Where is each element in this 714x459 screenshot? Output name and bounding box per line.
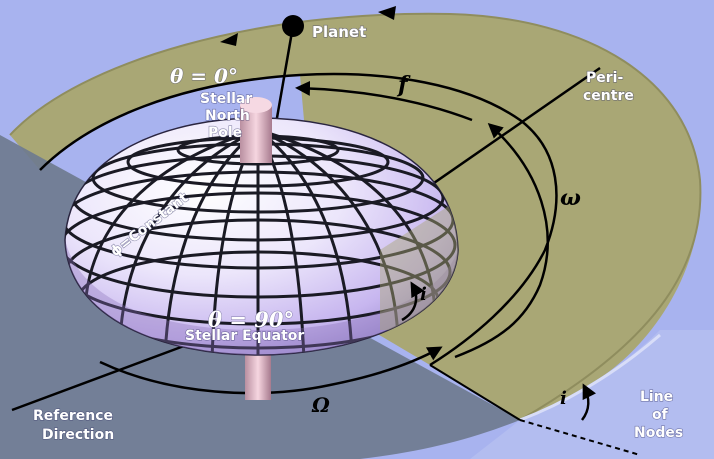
star-north-pole (240, 105, 272, 163)
stellar-north-pole-label-3: Pole (208, 125, 242, 141)
orbit-inclination-arc (580, 383, 597, 421)
node-longitude-label: Ω (311, 393, 330, 417)
line-of-nodes-label-1: Line (640, 389, 673, 405)
true-anomaly-arc (295, 80, 473, 122)
theta-zero-label: θ = 0° (170, 64, 238, 88)
stellar-equator-label: Stellar Equator (185, 328, 304, 344)
node-longitude-arc (99, 346, 443, 395)
node-line-solid (429, 364, 521, 421)
line-of-nodes-label-2: of (652, 407, 669, 423)
line-of-nodes (519, 419, 641, 456)
line-of-nodes-label-3: Nodes (634, 425, 683, 441)
orbit-path (39, 72, 558, 367)
orbit-arrow-1 (220, 33, 238, 46)
stellar-north-pole-label-1: Stellar (200, 91, 252, 107)
stellar-north-pole-label-2: North (205, 108, 250, 124)
orbit-outer-edge (9, 12, 702, 421)
argument-pericentre-arc (454, 122, 549, 359)
stellar-inclination-arc (401, 281, 425, 322)
argument-pericentre-label: ω (560, 185, 581, 211)
pericentre-label-2: centre (583, 88, 634, 104)
theta-ninety-label: θ = 90° (208, 307, 294, 332)
star (64, 117, 459, 356)
orbit-arrow-2 (378, 6, 396, 20)
true-anomaly-label: f (396, 72, 411, 98)
stellar-inclination-label: i (420, 284, 427, 305)
orbital-plane (10, 13, 701, 420)
pericentre-label-1: Peri- (586, 70, 623, 86)
pole-cap (240, 97, 272, 113)
planet-label: Planet (312, 23, 366, 41)
reference-direction-label-2: Direction (42, 427, 114, 443)
reference-direction-line (11, 338, 201, 412)
reference-direction-label-1: Reference (33, 408, 113, 424)
orbit-inclination-label: i (560, 388, 567, 409)
